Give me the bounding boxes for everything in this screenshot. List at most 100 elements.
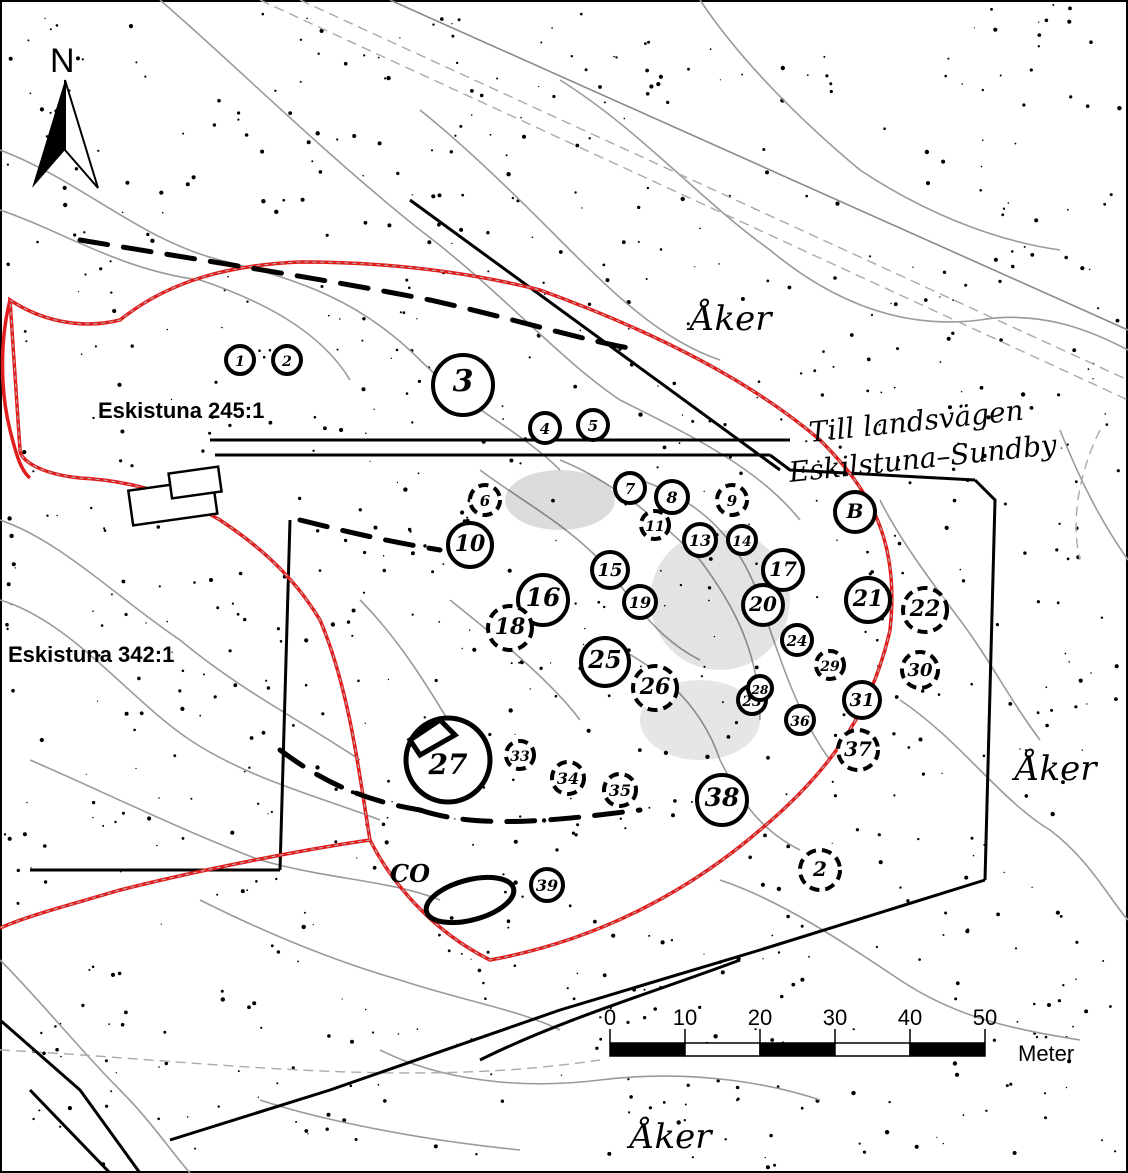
feature-circle xyxy=(639,509,671,541)
field-label-2: Åker xyxy=(1011,748,1098,789)
feature-label: 31 xyxy=(849,690,874,711)
feature-label: 15 xyxy=(597,560,622,581)
feature-33: 33 xyxy=(504,739,536,771)
feature-label: 29 xyxy=(819,659,840,675)
feature-circle xyxy=(836,728,880,772)
feature-label: 39 xyxy=(536,876,558,895)
feature-label: 38 xyxy=(705,783,740,812)
dashed-road-edges xyxy=(0,0,1128,1074)
feature-label: 37 xyxy=(844,737,872,761)
feature-5: 5 xyxy=(576,408,610,442)
feature-label: 28 xyxy=(751,683,769,697)
feature-circle xyxy=(900,650,940,690)
feature-37: 37 xyxy=(836,728,880,772)
feature-circle xyxy=(741,583,785,627)
feature-22: 22 xyxy=(901,586,949,634)
feature-label: 5 xyxy=(588,417,598,435)
feature-circle xyxy=(486,604,534,652)
feature-label: 30 xyxy=(907,660,933,681)
feature-31: 31 xyxy=(842,680,882,720)
feature-label: 9 xyxy=(727,492,738,510)
feature-circle xyxy=(784,704,816,736)
feature-circle xyxy=(613,471,647,505)
feature-30: 30 xyxy=(900,650,940,690)
north-label: N xyxy=(50,42,75,80)
feature-38: 38 xyxy=(695,773,749,827)
feature-label: 4 xyxy=(540,420,550,438)
site-label-245-1: Eskistuna 245:1 xyxy=(98,398,264,423)
feature-label: 8 xyxy=(665,488,677,507)
scale-tick-label: 0 xyxy=(604,1005,616,1030)
feature-label: 25 xyxy=(587,645,621,674)
scale-tick-label: 20 xyxy=(748,1005,772,1030)
feature-circle xyxy=(682,522,718,558)
scale-segment xyxy=(684,1042,761,1057)
irregular-features xyxy=(406,716,517,926)
feature-label: CO xyxy=(390,859,430,888)
feature-11: 11 xyxy=(639,509,671,541)
feature-circle xyxy=(602,772,638,808)
scale-unit: Meter xyxy=(1018,1041,1074,1066)
feature-circle xyxy=(780,623,814,657)
site-boundaries-inner xyxy=(0,261,893,961)
feature-16: 16 xyxy=(516,573,570,627)
feature-1: 1 xyxy=(224,344,256,376)
feature-B: B xyxy=(833,490,877,534)
feature-circle xyxy=(833,490,877,534)
feature-circle xyxy=(844,576,892,624)
feature-circle xyxy=(901,586,949,634)
feature-2: 2 xyxy=(271,344,303,376)
feature-circle xyxy=(516,573,570,627)
feature-circle xyxy=(695,773,749,827)
feature-label: 2 xyxy=(812,857,827,881)
feature-label: 3 xyxy=(453,364,474,399)
feature-label: 20 xyxy=(748,592,777,616)
feature-35: 35 xyxy=(602,772,638,808)
feature-label: 27 xyxy=(428,748,468,781)
feature-label: 17 xyxy=(769,557,797,581)
scale-tick-label: 30 xyxy=(823,1005,847,1030)
feature-label: 24 xyxy=(786,632,808,650)
feature-4: 4 xyxy=(528,411,562,445)
feature-7: 7 xyxy=(613,471,647,505)
scale-tick-label: 40 xyxy=(898,1005,922,1030)
feature-CO: CO xyxy=(390,859,430,888)
feature-26: 26 xyxy=(631,664,679,712)
scale-tick-label: 50 xyxy=(973,1005,997,1030)
feature-circle xyxy=(224,344,256,376)
feature-label: 7 xyxy=(625,480,636,498)
feature-label: 1 xyxy=(235,354,245,370)
feature-34: 34 xyxy=(550,760,586,796)
feature-36: 36 xyxy=(784,704,816,736)
scale-bar: 0 10 20 30 40 50 xyxy=(604,1005,997,1057)
feature-24: 24 xyxy=(780,623,814,657)
feature-2: 2 xyxy=(798,848,842,892)
feature-8: 8 xyxy=(654,479,690,515)
feature-circle xyxy=(446,521,494,569)
feature-label: 35 xyxy=(609,781,631,800)
feature-circle xyxy=(468,483,502,517)
feature-circle xyxy=(528,411,562,445)
feature-label: 11 xyxy=(645,519,664,535)
oval-feature-b xyxy=(423,874,517,926)
feature-circle xyxy=(504,739,536,771)
feature-label: 26 xyxy=(639,674,671,700)
north-arrow-icon: N xyxy=(32,42,99,189)
feature-circle xyxy=(631,664,679,712)
feature-label: 34 xyxy=(557,769,579,788)
feature-27: 27 xyxy=(403,715,493,805)
feature-label: 6 xyxy=(480,492,491,510)
feature-label: 10 xyxy=(455,531,486,557)
feature-circle xyxy=(590,550,630,590)
feature-18: 18 xyxy=(486,604,534,652)
feature-10: 10 xyxy=(446,521,494,569)
feature-13: 13 xyxy=(682,522,718,558)
feature-label: B xyxy=(846,499,864,523)
feature-circle xyxy=(814,649,846,681)
feature-25: 25 xyxy=(579,636,631,688)
scale-segment xyxy=(609,1042,686,1057)
scale-tick-label: 10 xyxy=(673,1005,697,1030)
feature-label: 13 xyxy=(689,531,711,550)
